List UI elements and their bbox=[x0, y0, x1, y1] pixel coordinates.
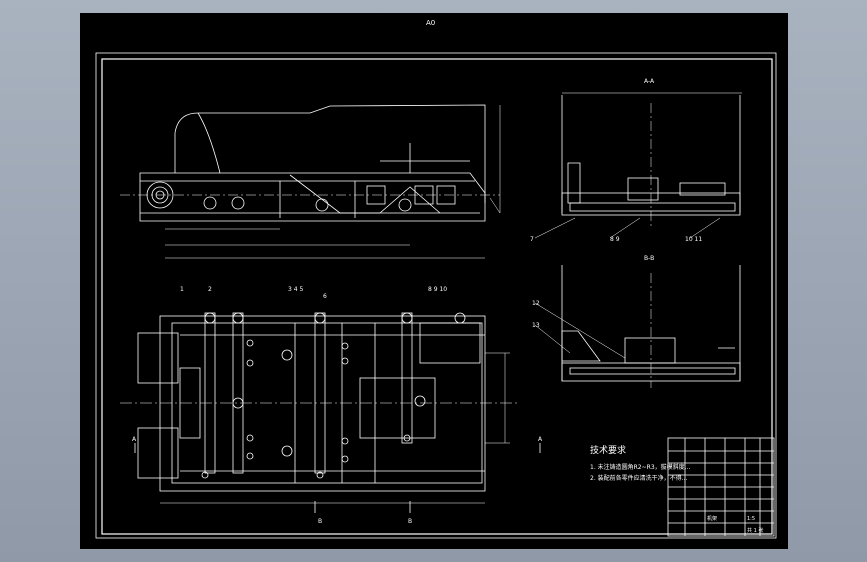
section-a-label: A-A bbox=[644, 78, 655, 85]
side-view bbox=[120, 104, 501, 259]
plan-view bbox=[120, 312, 541, 513]
callout-13: 13 bbox=[532, 322, 540, 329]
tech-title: 技术要求 bbox=[590, 444, 626, 456]
section-marker-b-left: B bbox=[318, 518, 322, 525]
section-marker-a-left: A bbox=[132, 436, 137, 443]
sheet-label: A0 bbox=[426, 19, 435, 27]
callout-8-9: 8 9 bbox=[610, 236, 620, 243]
section-b-label: B-B bbox=[644, 255, 654, 262]
section-a bbox=[534, 92, 742, 239]
callout-2: 2 bbox=[208, 286, 212, 293]
section-marker-b-right: B bbox=[408, 518, 412, 525]
outer-frame bbox=[95, 52, 777, 539]
callout-12: 12 bbox=[532, 300, 540, 307]
inner-frame bbox=[101, 58, 773, 535]
tech-note-1: 1. 未注铸造圆角R2~R3，拔模斜度... bbox=[590, 463, 690, 471]
callout-1: 1 bbox=[180, 286, 184, 293]
callout-10-11: 10 11 bbox=[685, 236, 702, 243]
tech-note-2: 2. 装配前各零件应清洗干净，不得... bbox=[590, 474, 687, 482]
drawing-canvas[interactable]: A0 A-A B-B 1 2 3 4 5 6 8 9 10 7 8 9 10 1… bbox=[80, 13, 788, 549]
callout-7: 7 bbox=[530, 236, 534, 243]
section-b bbox=[534, 265, 741, 388]
title-block bbox=[667, 437, 775, 537]
title-sheet: 共 1 张 bbox=[747, 527, 763, 534]
title-drawing-name: 机架 bbox=[707, 515, 717, 522]
callout-3: 3 4 5 bbox=[288, 286, 303, 293]
callout-6: 6 bbox=[323, 293, 327, 300]
section-marker-a-right: A bbox=[538, 436, 543, 443]
callout-8: 8 9 10 bbox=[428, 286, 447, 293]
title-scale: 1:5 bbox=[747, 516, 755, 522]
engineering-drawing: A0 A-A B-B 1 2 3 4 5 6 8 9 10 7 8 9 10 1… bbox=[95, 19, 777, 539]
